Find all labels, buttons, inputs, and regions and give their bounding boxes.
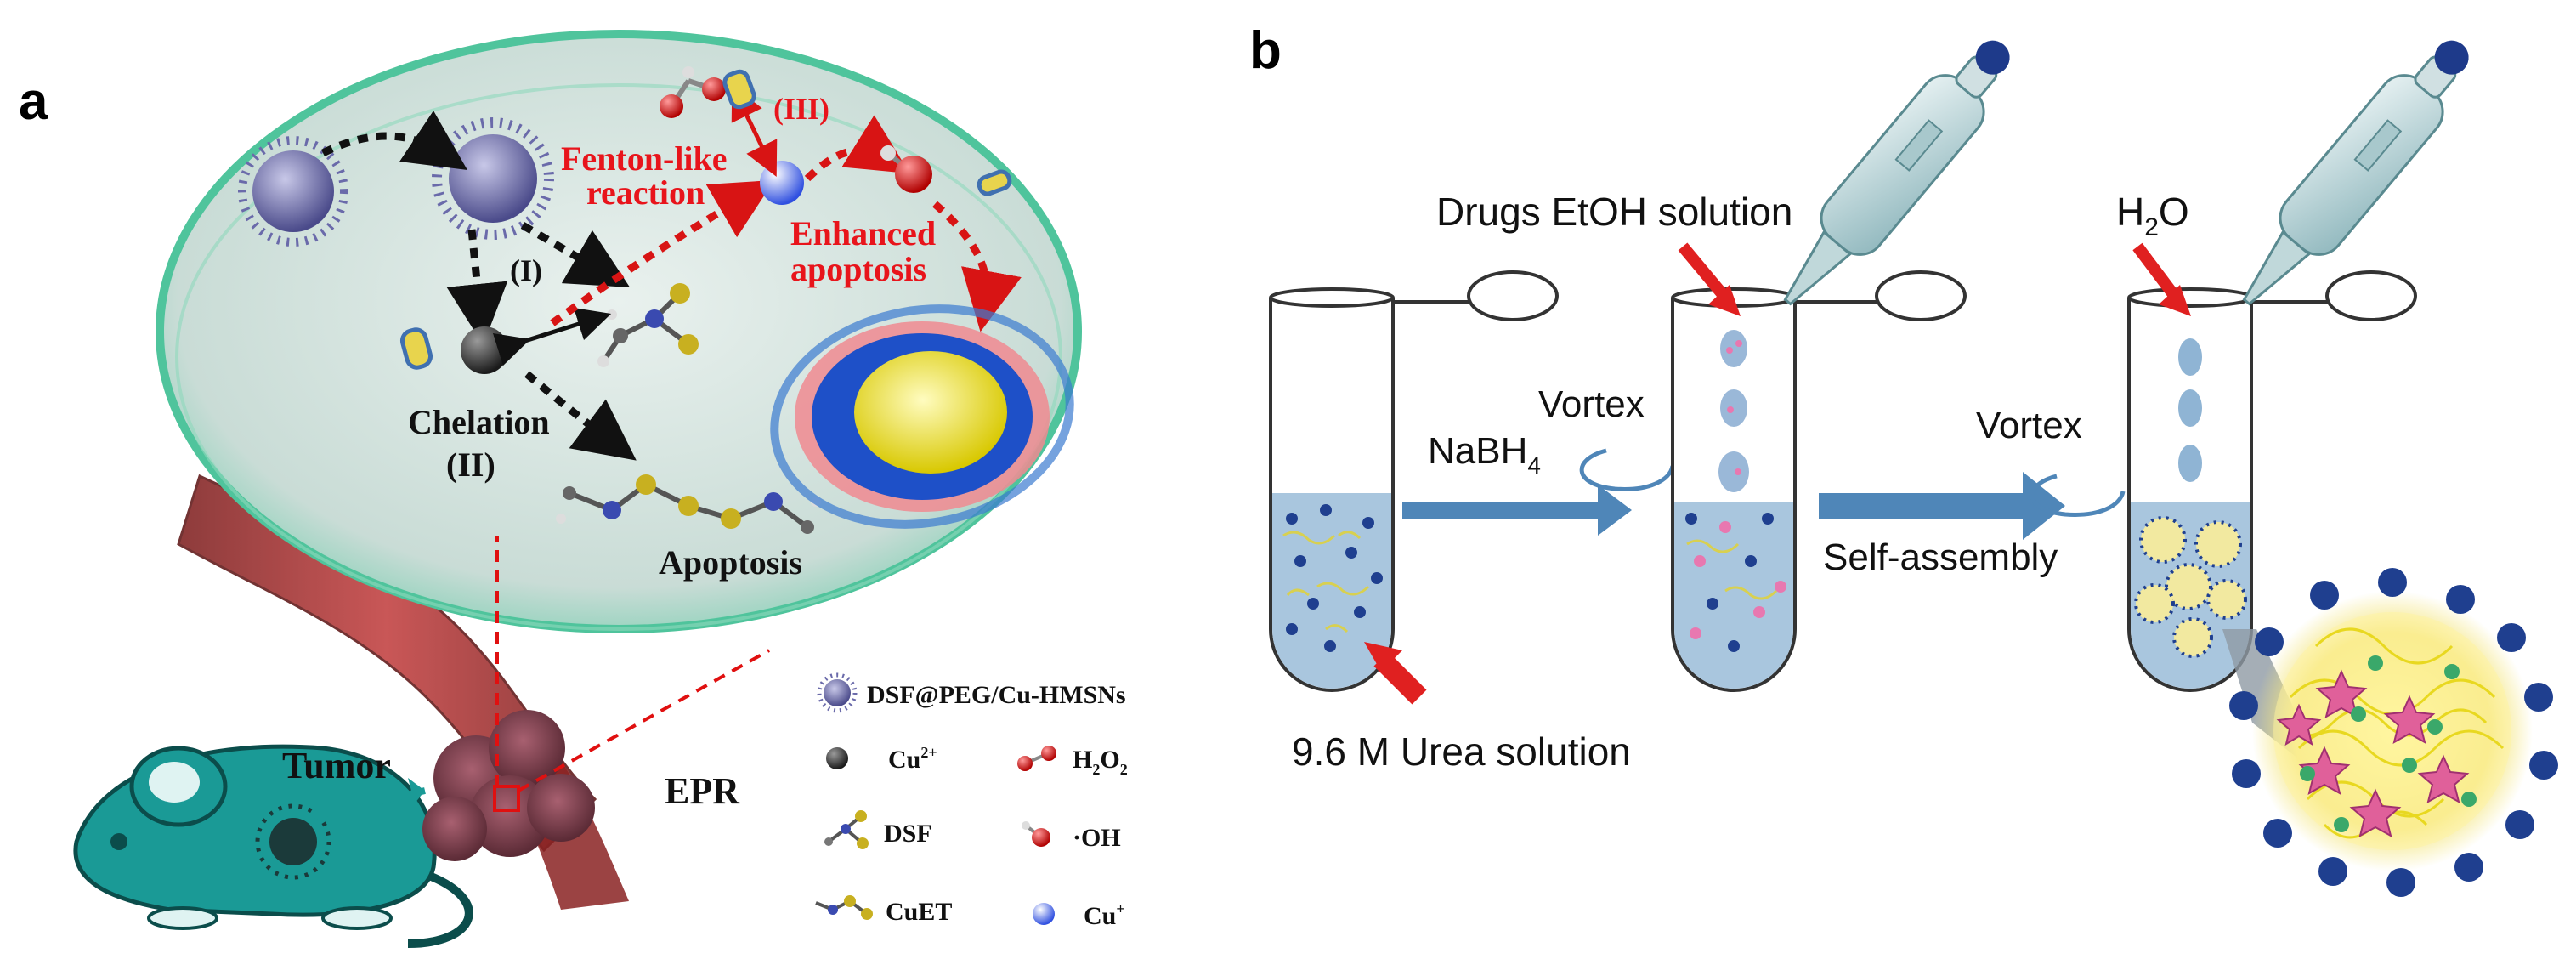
legend-cuet-icon	[815, 895, 873, 920]
drug-capsule-icon	[399, 327, 433, 370]
apoptosis-arrow	[932, 201, 1022, 332]
drugs-red-arrowhead	[1708, 285, 1741, 316]
legend-cu1-text: Cu+	[1084, 900, 1125, 930]
water-red-arrowhead	[2159, 285, 2191, 316]
tube-1	[1269, 270, 1559, 692]
oh-radical	[880, 145, 932, 193]
panel-b: b 9.6 M Urea solution NaBH4 Vortex	[1249, 21, 2558, 897]
nanoparticle-incoming	[238, 136, 348, 247]
legend-nanoparticle-icon	[817, 672, 858, 713]
legend-dsf-icon	[824, 810, 869, 849]
tube-2-contents	[1685, 513, 1786, 652]
legend-cuet-text: CuET	[886, 898, 952, 926]
fenton-step-iii-arrow	[731, 85, 778, 177]
fenton-label-line2: reaction	[586, 173, 705, 212]
legend-oh-text: ·OH	[1073, 824, 1121, 852]
reagent-label: NaBH4	[1428, 430, 1541, 479]
h2o2-molecule	[660, 66, 726, 118]
legend-h2o2-text: H2O2	[1073, 746, 1128, 778]
tube-1-protein-strands	[1282, 531, 1370, 633]
legend: DSF@PEG/Cu-HMSNs Cu2+ H2O2 DSF	[815, 672, 1128, 930]
release-arrow-dsf	[520, 222, 631, 288]
urea-red-arrowhead	[1364, 642, 1402, 672]
cuet-arrow	[524, 371, 637, 461]
cell-rim	[175, 83, 1062, 631]
oh-formation-arrow	[804, 115, 910, 182]
drug-capsule-top-icon	[722, 69, 756, 110]
zoom-line-right	[518, 649, 770, 792]
vortex-label-1: Vortex	[1538, 383, 1645, 425]
nanoparticle-zoom	[2229, 568, 2558, 897]
apoptosis-label: Apoptosis	[659, 543, 802, 582]
tumor-pointer-arrowhead	[408, 778, 425, 803]
panel-a-label: a	[19, 72, 48, 131]
panel-b-label: b	[1249, 21, 1282, 80]
tumor-label: Tumor	[282, 745, 391, 786]
self-assembly-label: Self-assembly	[1823, 536, 2058, 578]
dsf-molecule	[597, 283, 699, 367]
water-red-arrow	[2132, 242, 2181, 302]
vortex-icon-2	[2030, 474, 2126, 517]
tube-1-contents	[1286, 504, 1383, 652]
process-arrow-1	[1402, 485, 1632, 536]
legend-cu2-icon	[826, 747, 848, 769]
epr-label: EPR	[665, 770, 740, 812]
cuet-molecule	[556, 474, 821, 534]
legend-oh-icon	[1022, 821, 1050, 847]
fenton-label-line1: Fenton-like	[561, 139, 728, 178]
zoom-box	[493, 785, 520, 812]
drugs-red-arrow	[1678, 242, 1730, 302]
tube-3-nanoparticles	[2134, 516, 2247, 658]
chelation-label: Chelation	[408, 403, 550, 441]
tube-3-cap	[2325, 270, 2417, 321]
tumor-pointer-arrow	[314, 787, 426, 820]
tube-2-cap	[1875, 270, 1967, 321]
drug-capsule-right-icon	[977, 169, 1012, 196]
cu1-ion	[760, 161, 804, 205]
tube-2-drops	[1718, 330, 1749, 492]
legend-cu2-text: Cu2+	[888, 744, 937, 774]
fenton-pathway-arrow	[550, 179, 775, 326]
nanoparticle-internalized	[432, 117, 554, 240]
legend-nanoparticle-text: DSF@PEG/Cu-HMSNs	[867, 681, 1126, 709]
panel-a: a (I)	[19, 30, 1128, 948]
release-arrow-cu2	[446, 229, 508, 345]
pipette-2	[2242, 40, 2469, 306]
step-i-label: (I)	[510, 253, 542, 287]
step-iii-label: (III)	[773, 92, 829, 126]
legend-dsf-text: DSF	[884, 820, 932, 848]
chelation-arrow	[492, 307, 612, 366]
step-ii-label: (II)	[446, 445, 495, 484]
pipette-1	[1783, 40, 2010, 306]
tube-3	[2127, 270, 2417, 692]
tube-1-cap	[1467, 270, 1559, 321]
vortex-icon-1	[1579, 448, 1675, 491]
process-arrow-2	[1819, 472, 2065, 540]
vortex-label-2: Vortex	[1976, 405, 2082, 446]
enhanced-apoptosis-line2: apoptosis	[790, 250, 926, 288]
legend-h2o2-icon	[1017, 746, 1056, 771]
cu2-ion	[461, 326, 508, 374]
tube-2	[1671, 270, 1967, 692]
water-label: H2O	[2116, 190, 2189, 241]
nucleus	[770, 304, 1074, 529]
urea-label: 9.6 M Urea solution	[1292, 729, 1631, 774]
legend-cu1-icon	[1033, 903, 1055, 925]
enhanced-apoptosis-line1: Enhanced	[790, 214, 936, 253]
drugs-label: Drugs EtOH solution	[1436, 190, 1792, 234]
tube-3-drops	[2178, 338, 2202, 482]
mouse-illustration	[73, 744, 473, 948]
